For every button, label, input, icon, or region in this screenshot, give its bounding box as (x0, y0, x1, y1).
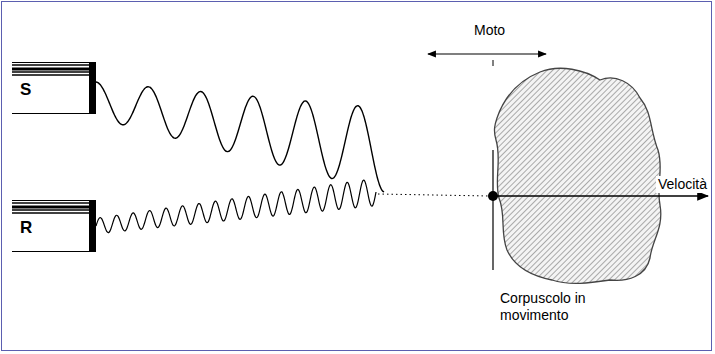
instrument-stripes (12, 201, 96, 221)
velocity-label: Velocità (656, 176, 709, 193)
instrument-letter: S (20, 81, 89, 98)
instrument-letter: R (20, 219, 89, 236)
motion-label: Moto (474, 22, 505, 39)
particle-dot (488, 191, 498, 201)
instrument-box: R (12, 200, 96, 252)
instrument-stripes (12, 63, 96, 83)
particle-blob (494, 68, 660, 283)
instrument-box: S (12, 62, 96, 114)
long-wave (96, 82, 384, 192)
short-wave (96, 180, 376, 233)
dotted-ray (378, 194, 489, 196)
motion-arrow (428, 53, 546, 54)
velocity-arrow (493, 195, 708, 197)
particle-label: Corpuscolo in movimento (500, 290, 600, 324)
position-line (492, 150, 493, 270)
motion-tick (493, 60, 494, 66)
